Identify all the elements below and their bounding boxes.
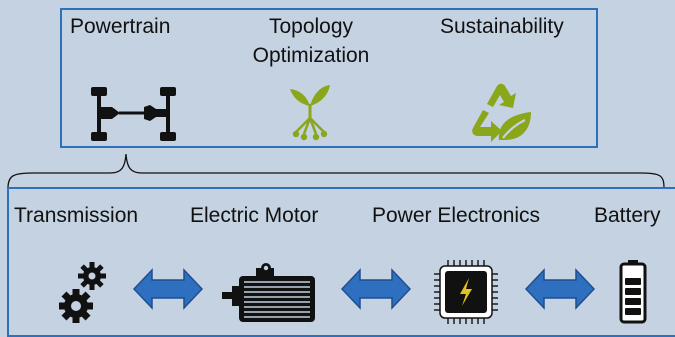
label-sustainability: Sustainability [440, 15, 564, 38]
label-transmission: Transmission [14, 204, 139, 227]
double-arrow-3 [524, 268, 596, 310]
grouping-brace [7, 153, 665, 189]
label-battery: Battery [594, 204, 661, 227]
electric-motor-icon [222, 263, 315, 322]
recycle-leaf-icon [472, 83, 531, 142]
double-arrow-1 [132, 268, 204, 310]
powertrain-chassis-icon [91, 87, 176, 141]
gears-icon [59, 262, 106, 323]
power-chip-icon [434, 260, 498, 324]
label-power-electronics: Power Electronics [372, 204, 541, 227]
battery-icon [619, 260, 647, 324]
label-electric-motor: Electric Motor [190, 204, 319, 227]
top-group-box [60, 8, 598, 148]
double-arrow-2 [340, 268, 412, 310]
label-topology-line1: Topology [268, 15, 354, 38]
label-topology-line2: Optimization [252, 44, 370, 67]
tree-network-icon [290, 85, 330, 141]
label-powertrain: Powertrain [70, 15, 171, 38]
